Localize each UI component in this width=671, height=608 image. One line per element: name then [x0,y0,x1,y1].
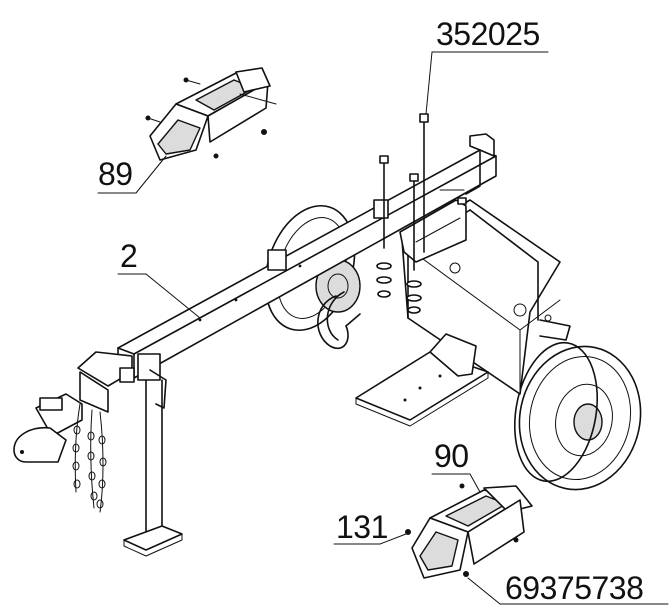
jack-stand [119,353,183,557]
main-beam [117,133,497,379]
foot-plate [355,333,489,427]
mounting-bolts [376,113,467,314]
hitch-assembly [13,351,133,513]
callout-69375738: 69375738 [505,570,644,606]
callout-leaders [97,51,669,605]
right-wheel [513,341,642,491]
callout-352025: 352025 [436,16,540,52]
callout-90: 90 [434,438,469,474]
hydraulic-hose [317,291,361,350]
callout-89: 89 [98,156,133,192]
callout-131: 131 [336,509,388,545]
fender-90 [405,483,533,579]
callout-2: 2 [120,238,138,274]
fender-89 [145,67,277,161]
